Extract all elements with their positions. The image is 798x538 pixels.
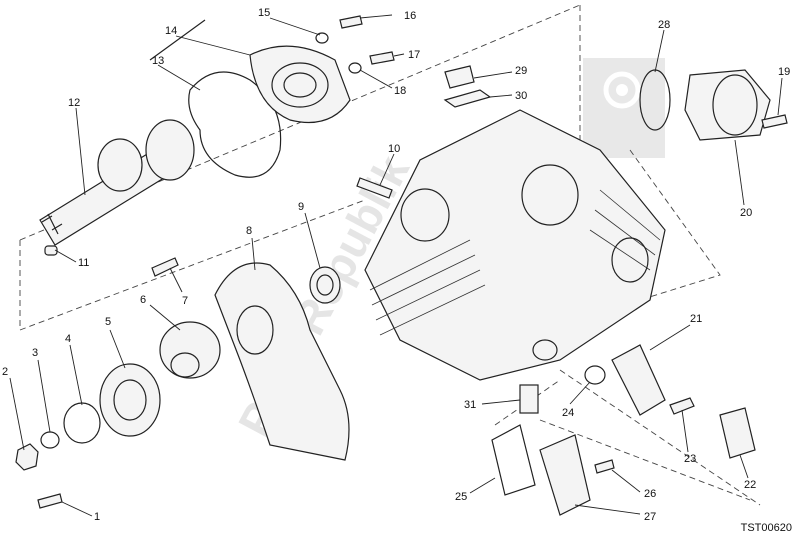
callout-31: 31 [464, 399, 476, 411]
gasket-13 [188, 71, 282, 178]
camshaft-12 [39, 119, 195, 246]
seal-ring-9 [309, 266, 341, 304]
callout-24: 24 [562, 407, 574, 419]
drawing-code: TST00620 [740, 522, 792, 534]
housing-20 [684, 69, 771, 141]
watermark-gear-icon [583, 58, 665, 158]
nut-2 [15, 443, 39, 471]
callout-12: 12 [68, 97, 80, 109]
callout-23: 23 [684, 453, 696, 465]
callout-22: 22 [744, 479, 756, 491]
assembly-boundary-bottom [494, 369, 761, 506]
bolt-17-18 [348, 51, 395, 74]
callout-27: 27 [644, 511, 656, 523]
belt-cover-8 [214, 262, 350, 461]
bush-31 [519, 384, 539, 414]
callout-20: 20 [740, 207, 752, 219]
bolt-19 [761, 114, 788, 129]
washer-plate-30 [443, 89, 492, 108]
pulley-6 [159, 321, 221, 379]
callout-9: 9 [298, 201, 304, 213]
callout-21: 21 [690, 313, 702, 325]
assembly-boundary-right [579, 5, 721, 301]
washer-3 [40, 431, 60, 449]
callout-15: 15 [258, 7, 270, 19]
callout-19: 19 [778, 66, 790, 78]
washer-4 [63, 402, 101, 444]
oring-24 [584, 365, 606, 385]
bolt-23 [669, 397, 695, 415]
sprocket-5 [99, 363, 161, 437]
leader-lines [9, 14, 783, 517]
washer-bolt-16 [315, 15, 363, 44]
seal-14 [149, 19, 206, 61]
bolt-1 [37, 493, 63, 509]
gasket-25 [491, 424, 536, 496]
callout-4: 4 [65, 333, 71, 345]
stud-10 [356, 177, 393, 199]
bolt-29 [444, 65, 475, 89]
callout-14: 14 [165, 25, 177, 37]
callout-18: 18 [394, 85, 406, 97]
bolt-7 [151, 257, 179, 277]
callout-17: 17 [408, 49, 420, 61]
callout-28: 28 [658, 19, 670, 31]
cover-15 [249, 45, 351, 124]
callout-25: 25 [455, 491, 467, 503]
callout-26: 26 [644, 488, 656, 500]
callout-7: 7 [182, 295, 188, 307]
callout-16: 16 [404, 10, 416, 22]
callout-5: 5 [105, 316, 111, 328]
callout-2: 2 [2, 366, 8, 378]
callout-10: 10 [388, 143, 400, 155]
callout-30: 30 [515, 90, 527, 102]
callout-1: 1 [94, 511, 100, 523]
callout-13: 13 [152, 55, 164, 67]
cylinder-head [364, 109, 666, 381]
callout-3: 3 [32, 347, 38, 359]
callout-8: 8 [246, 225, 252, 237]
bolt-26 [594, 459, 615, 474]
cover-27 [539, 434, 591, 516]
callout-11: 11 [78, 257, 89, 269]
dowel-11 [44, 245, 58, 256]
sensor-22 [719, 407, 756, 459]
cover-plate-21 [611, 344, 666, 416]
belt-cover-opening [236, 305, 274, 355]
callout-29: 29 [515, 65, 527, 77]
callout-6: 6 [140, 294, 146, 306]
